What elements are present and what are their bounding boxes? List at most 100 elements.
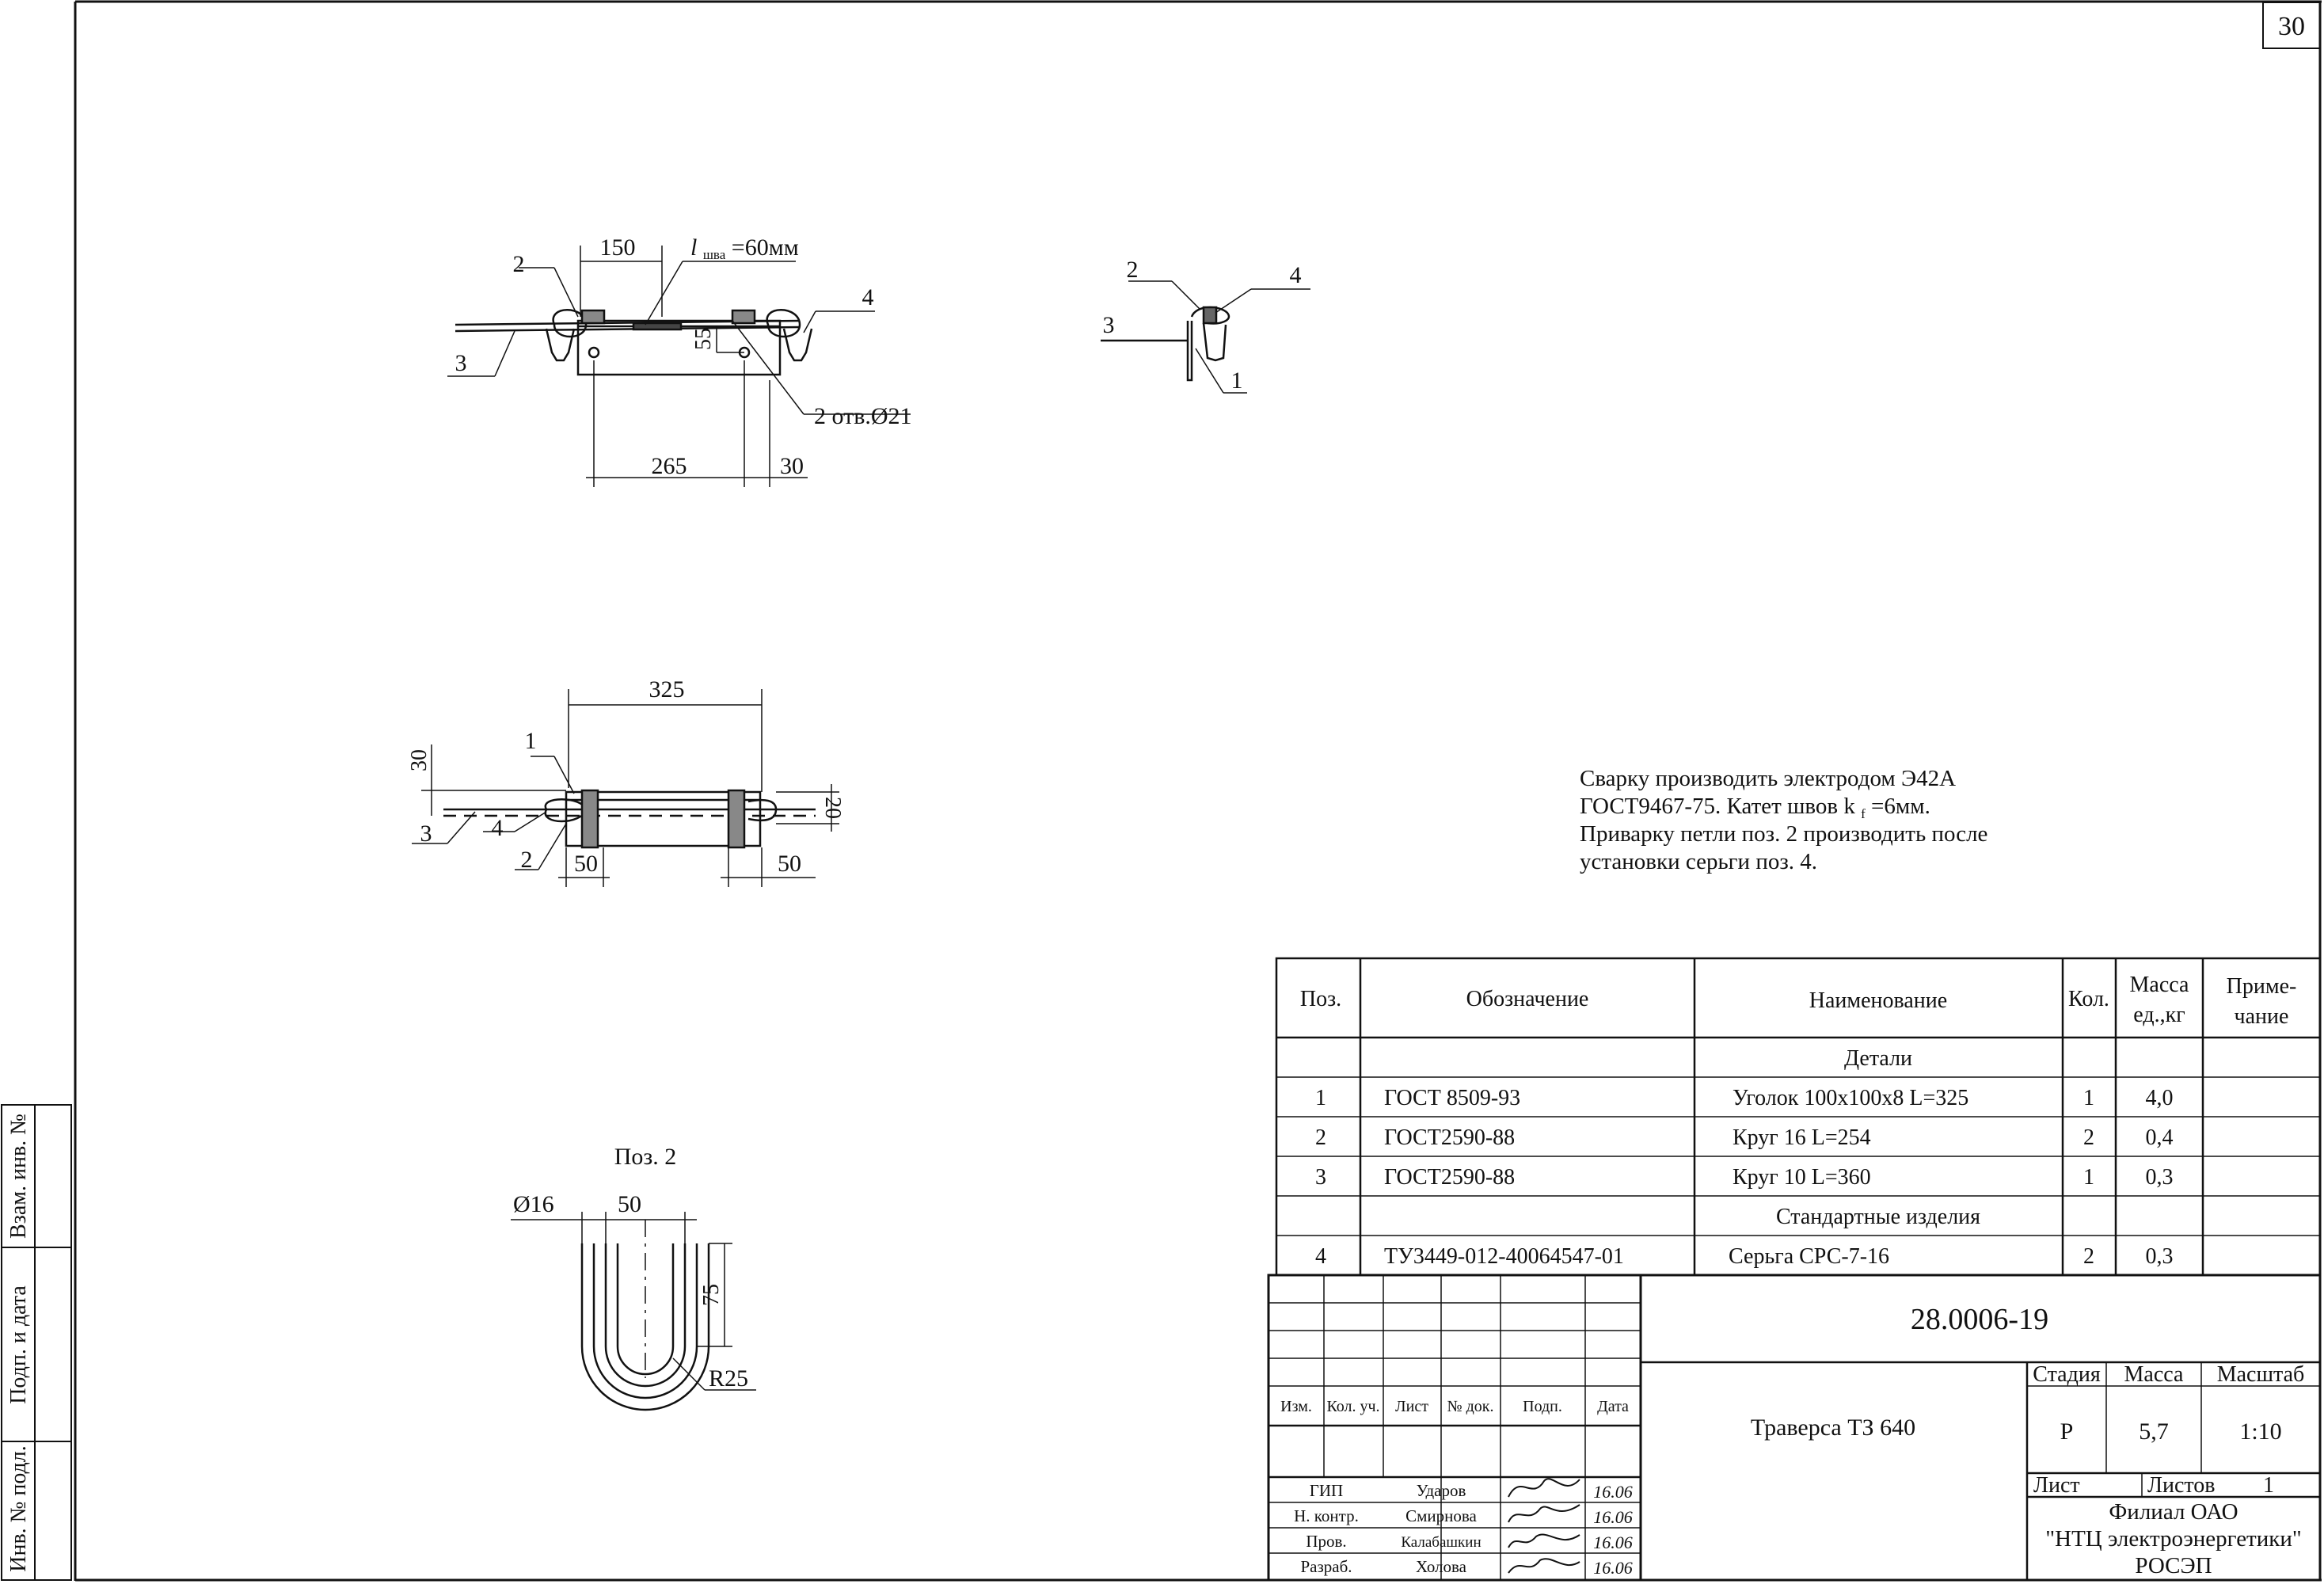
rev-header-doc: № док. [1447, 1398, 1494, 1415]
pos2-dim-75: 75 [699, 1284, 724, 1306]
pos2-dim-50: 50 [618, 1191, 641, 1217]
spec-row-name: Круг 16 L=254 [1733, 1125, 1871, 1150]
weld-length-value: =60мм [732, 234, 799, 261]
mass-label: Масса [2124, 1362, 2185, 1387]
spec-row-designation: ГОСТ 8509-93 [1384, 1086, 1520, 1110]
drawing-title: Траверса ТЗ 640 [1751, 1415, 1915, 1441]
spec-row-pos: 2 [1315, 1125, 1326, 1150]
spec-row-name: Уголок 100х100х8 L=325 [1733, 1086, 1968, 1110]
spec-section-parts: Детали [1844, 1046, 1912, 1071]
spec-row-qty: 2 [2083, 1244, 2094, 1269]
spec-row-pos: 4 [1315, 1244, 1326, 1269]
rev-header-sign: Подп. [1523, 1398, 1562, 1415]
front-view-dim-150: 150 [600, 234, 636, 261]
spec-row-pos: 3 [1315, 1165, 1326, 1190]
sheets-label: Листов [2147, 1473, 2216, 1498]
spec-row-qty: 1 [2083, 1086, 2094, 1110]
scale-value: 1:10 [2239, 1418, 2281, 1445]
title-block-grid [1267, 1274, 2322, 1582]
note-line-2: ГОСТ9467-75. Катет швов k f =6мм. [1580, 794, 1930, 824]
side-view [1101, 280, 1310, 394]
note-line-2a: ГОСТ9467-75. Катет швов k [1580, 794, 1855, 819]
spec-row-designation: ГОСТ2590-88 [1384, 1125, 1515, 1150]
pos2-title: Поз. 2 [614, 1144, 677, 1170]
front-view-callout-4: 4 [862, 284, 874, 310]
front-view-dim-265: 265 [652, 453, 687, 479]
side-view-callout-3: 3 [1103, 312, 1115, 338]
plan-view-callout-3: 3 [420, 821, 432, 847]
scale-label: Масштаб [2217, 1362, 2305, 1387]
sheet-frame [74, 0, 2322, 1582]
pos2-detail [511, 1212, 756, 1411]
person-row-chief-engineer: ГИП Ударов 16.06 [1310, 1478, 1633, 1502]
spec-header-note-2: чание [2235, 1004, 2289, 1029]
note-line-4: установки серьги поз. 4. [1580, 849, 1817, 874]
spec-header-mass-1: Масса [2130, 973, 2190, 997]
spec-row-pos: 1 [1315, 1086, 1326, 1110]
pos2-diameter: Ø16 [513, 1191, 554, 1217]
spec-row-qty: 1 [2083, 1165, 2094, 1190]
plan-view-callout-1: 1 [525, 728, 537, 754]
front-view-callout-2: 2 [513, 251, 525, 277]
spec-row-3: 3 ГОСТ2590-88 Круг 10 L=360 1 0,3 [1315, 1165, 2174, 1190]
plan-view [412, 689, 839, 887]
person-role: Пров. [1306, 1532, 1346, 1551]
sheets-value: 1 [2263, 1473, 2274, 1498]
side-view-callout-1: 1 [1231, 367, 1243, 394]
person-role: Разраб. [1300, 1557, 1352, 1576]
mass-value: 5,7 [2139, 1418, 2169, 1445]
side-view-callout-4: 4 [1290, 262, 1302, 288]
weld-length-symbol: l [690, 234, 697, 261]
spec-row-mass: 4,0 [2146, 1086, 2174, 1110]
spec-row-name: Серьга СРС-7-16 [1729, 1244, 1889, 1269]
person-row-developer: Разраб. Холова 16.06 [1300, 1557, 1632, 1578]
person-date: 16.06 [1593, 1558, 1633, 1578]
note-line-2-subscript: f [1861, 806, 1866, 821]
doc-number: 28.0006-19 [1911, 1303, 2048, 1336]
plan-view-dim-325: 325 [649, 676, 685, 703]
spec-section-standard: Стандартные изделия [1776, 1205, 1980, 1229]
page-number: 30 [2278, 12, 2305, 41]
person-row-checker: Пров. Калабашкин 16.06 [1306, 1532, 1632, 1552]
spec-row-qty: 2 [2083, 1125, 2094, 1150]
person-date: 16.06 [1593, 1533, 1633, 1552]
person-name: Калабашкин [1401, 1534, 1481, 1551]
person-row-norm-control: Н. контр. Смирнова 16.06 [1294, 1504, 1633, 1527]
person-name: Холова [1416, 1557, 1467, 1576]
pos2-radius: R25 [709, 1365, 748, 1392]
spec-row-designation: ТУ3449-012-40064547-01 [1384, 1244, 1624, 1269]
side-stamp-label-sign: Подп. и дата [6, 1285, 31, 1404]
note-line-1: Сварку производить электродом Э42А [1580, 766, 1956, 791]
rev-header-count: Кол. уч. [1326, 1398, 1379, 1415]
person-name: Ударов [1417, 1481, 1466, 1500]
spec-table-header: Поз. Обозначение Наименование Кол. Масса… [1300, 973, 2296, 1029]
org-line-3: РОСЭП [2135, 1553, 2212, 1578]
spec-header-qty: Кол. [2068, 987, 2109, 1011]
front-view-dim-55: 55 [691, 328, 716, 350]
person-role: ГИП [1310, 1481, 1343, 1500]
plan-view-dim-50-left: 50 [574, 851, 598, 877]
spec-row-name: Круг 10 L=360 [1733, 1165, 1871, 1190]
person-date: 16.06 [1593, 1507, 1633, 1527]
rev-header-date: Дата [1597, 1398, 1629, 1415]
spec-row-mass: 0,4 [2146, 1125, 2174, 1150]
rev-header-change: Изм. [1280, 1398, 1312, 1415]
title-block-people: ГИП Ударов 16.06 Н. контр. Смирнова 16.0… [1294, 1478, 1633, 1578]
person-role: Н. контр. [1294, 1506, 1359, 1525]
spec-header-designation: Обозначение [1466, 987, 1589, 1011]
signature-mark [1508, 1558, 1580, 1574]
rev-header-sheet: Лист [1395, 1398, 1428, 1415]
note-line-2b: =6мм. [1871, 794, 1930, 819]
plan-view-dim-20: 20 [820, 797, 845, 819]
person-date: 16.06 [1593, 1482, 1633, 1502]
side-stamp-label-repl: Взам. инв. № [6, 1114, 31, 1239]
weld-length-subscript: шва [703, 247, 726, 262]
signature-mark [1508, 1533, 1580, 1548]
spec-header-pos: Поз. [1300, 987, 1341, 1011]
org-line-2: "НТЦ электроэнергетики" [2045, 1526, 2301, 1552]
side-view-callout-2: 2 [1127, 257, 1139, 283]
spec-row-1: 1 ГОСТ 8509-93 Уголок 100х100х8 L=325 1 … [1315, 1086, 2174, 1110]
side-stamp-label-inv: Инв. № подл. [6, 1445, 31, 1572]
spec-table-grid [1275, 957, 2322, 1277]
